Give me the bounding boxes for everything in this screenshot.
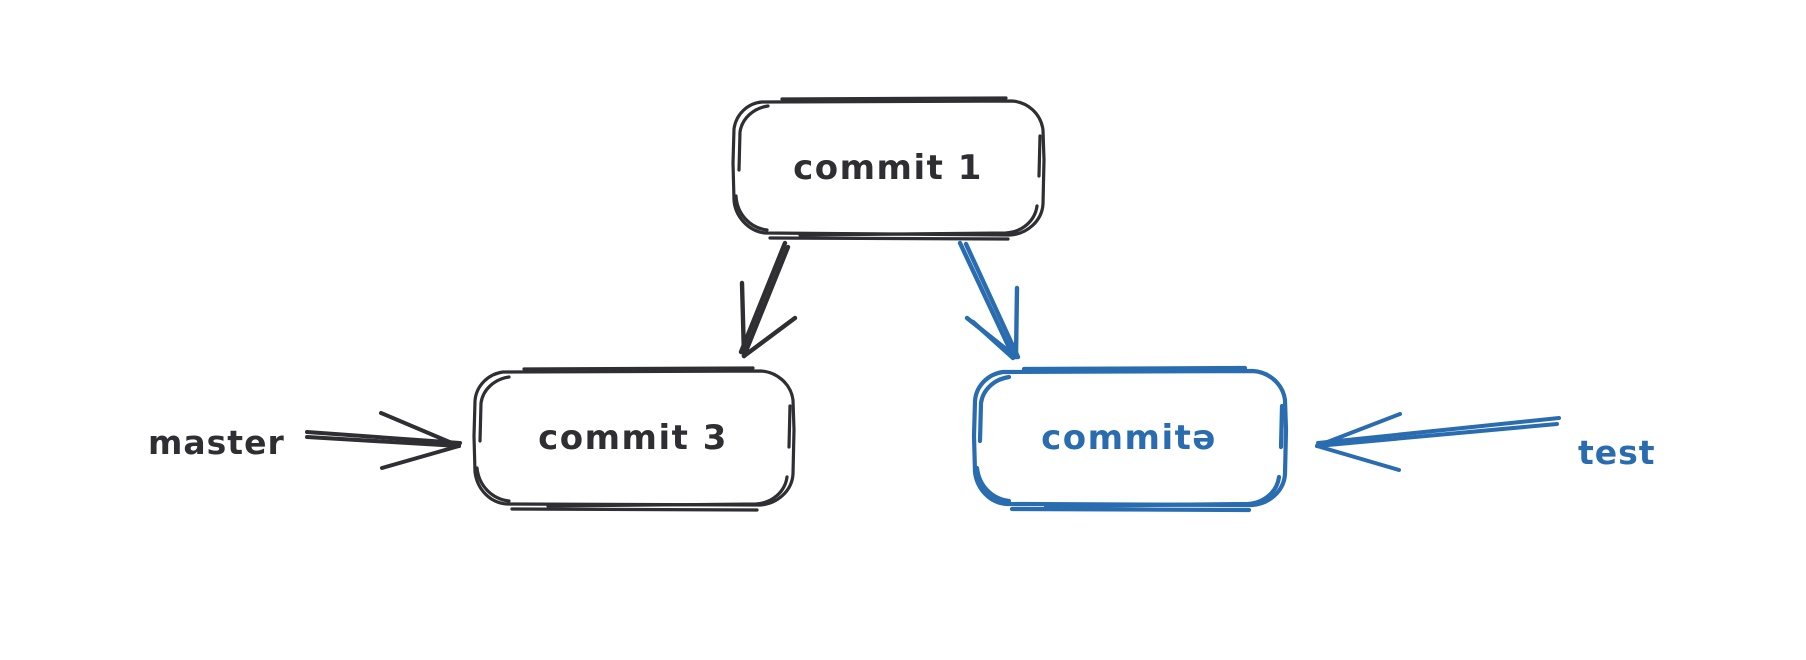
node-label-commit3: commit 3 (538, 418, 728, 458)
edge-test-to-commit2 (1315, 412, 1561, 472)
node-box-commit1[interactable] (731, 96, 1046, 241)
edge-master-to-commit3 (305, 411, 462, 470)
edge-commit1-to-commit3 (738, 240, 798, 359)
node-box-commit3[interactable] (472, 366, 796, 512)
edge-commit1-to-commit2 (957, 240, 1021, 361)
branch-label-master: master (148, 423, 285, 462)
node-label-commit1: commit 1 (793, 148, 983, 188)
node-box-commit2[interactable] (971, 365, 1289, 513)
branch-label-test: test (1578, 433, 1656, 472)
node-label-commit2: commitǝ (1041, 418, 1217, 458)
